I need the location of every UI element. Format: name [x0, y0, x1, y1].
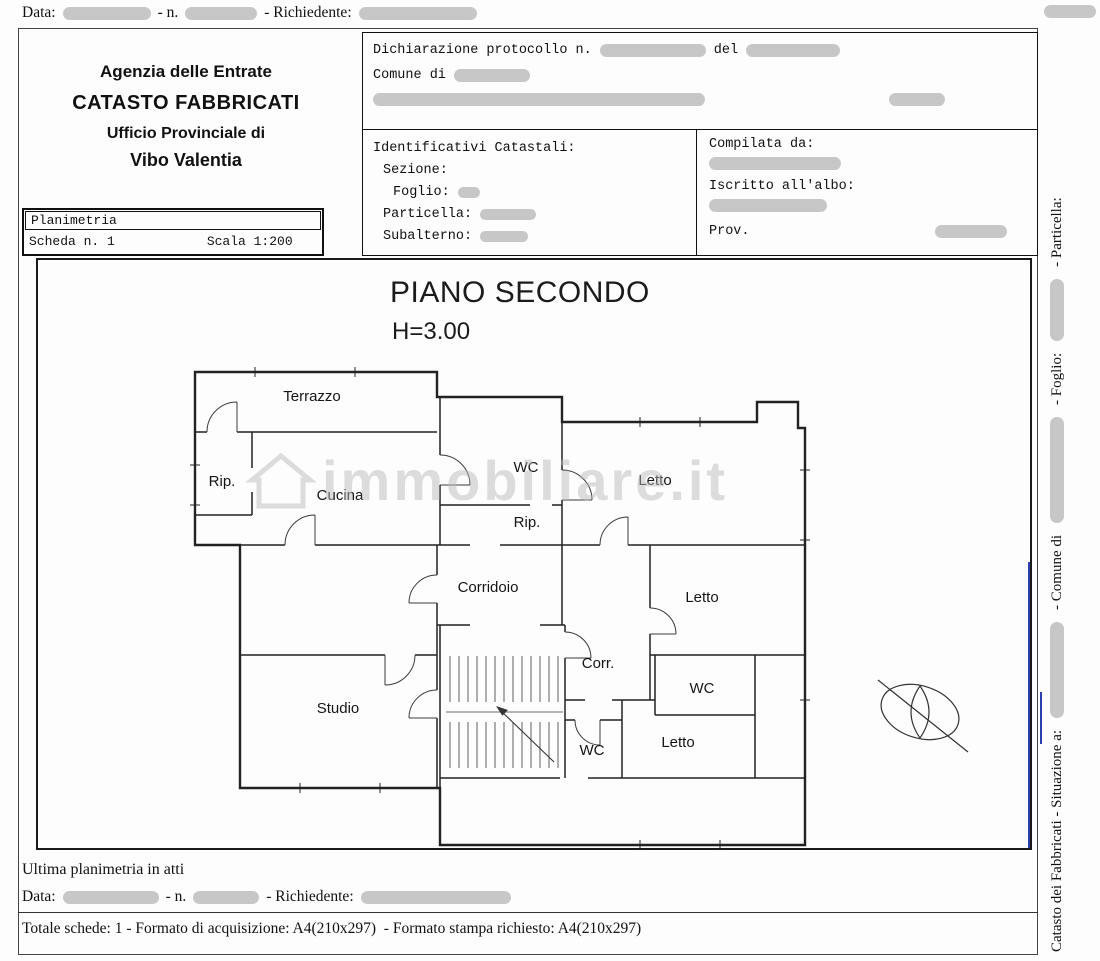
- del-label: del: [713, 43, 739, 58]
- subalterno-label: Subalterno:: [383, 228, 473, 244]
- blue-annotation-mark: [1040, 692, 1042, 744]
- redacted-compilatore: [709, 157, 841, 170]
- sezione-label: Sezione:: [383, 162, 448, 178]
- page-frame: [18, 28, 1038, 955]
- redacted-date: [62, 6, 151, 20]
- number-label: - n.: [157, 4, 179, 21]
- floor-height-label: H=3.00: [392, 318, 471, 345]
- redacted-protocol-number: [599, 44, 706, 57]
- declaration-box: Dichiarazione protocollo n. del Comune d…: [362, 32, 1038, 256]
- compilata-section: Compilata da: Iscritto all'albo: Prov.: [696, 130, 1037, 255]
- particella-label: Particella:: [383, 206, 473, 222]
- redacted-number: [185, 6, 258, 20]
- side-vertical-caption: Catasto dei Fabbricati - Situazione a: -…: [1046, 8, 1068, 952]
- redacted-situazione: [1050, 621, 1064, 718]
- data-label: Data:: [22, 888, 56, 905]
- richiedente-label: - Richiedente:: [264, 4, 352, 21]
- redacted-side-value: [1044, 5, 1096, 18]
- redacted-date: [62, 890, 159, 904]
- ufficio-label: Ufficio Provinciale di: [106, 125, 266, 142]
- identificativi-section: Identificativi Catastali: Sezione: Fogli…: [363, 130, 696, 255]
- compilata-label: Compilata da:: [709, 137, 815, 152]
- ultima-planimetria-note: Ultima planimetria in atti: [22, 861, 185, 878]
- albo-label: Iscritto all'albo:: [709, 179, 855, 194]
- floor-title: PIANO SECONDO: [390, 276, 650, 309]
- redacted-declaration-value: [889, 93, 945, 106]
- footer-data-line: Data: - n. - Richiedente:: [22, 888, 511, 906]
- planimetria-title: Planimetria: [25, 211, 321, 230]
- comune-label: Comune di: [373, 68, 446, 83]
- redacted-richiedente: [360, 890, 511, 904]
- redacted-protocol-date: [746, 44, 841, 57]
- richiedente-label: - Richiedente:: [266, 888, 354, 905]
- redacted-subalterno: [480, 230, 529, 242]
- identificativi-title: Identificativi Catastali:: [373, 140, 576, 156]
- scala-label: Scala 1:200: [206, 234, 293, 249]
- agency-header: Agenzia delle Entrate CATASTO FABBRICATI…: [50, 62, 322, 171]
- redacted-particella: [480, 208, 537, 220]
- plan-frame: [36, 258, 1032, 850]
- blue-annotation-line: [1028, 562, 1030, 848]
- provincia-name: Vibo Valentia: [130, 150, 242, 170]
- redacted-richiedente: [358, 6, 477, 20]
- redacted-declaration-line: [373, 93, 705, 106]
- prov-label: Prov.: [709, 224, 750, 239]
- number-label: - n.: [165, 888, 187, 905]
- declaration-header: Dichiarazione protocollo n. del Comune d…: [363, 33, 1037, 130]
- agency-name: Agenzia delle Entrate: [100, 62, 272, 81]
- redacted-number: [193, 890, 260, 904]
- side-catasto-label: Catasto dei Fabbricati - Situazione a:: [1048, 729, 1065, 952]
- planimetria-box: Planimetria Scheda n. 1 Scala 1:200: [22, 208, 324, 256]
- redacted-side-foglio: [1050, 278, 1064, 341]
- top-data-line: Data: - n. - Richiedente:: [22, 4, 477, 22]
- foglio-label: Foglio:: [393, 184, 450, 200]
- side-particella-label: - Particella:: [1048, 197, 1065, 267]
- scheda-label: Scheda n. 1: [29, 234, 115, 249]
- data-label: Data:: [22, 4, 56, 21]
- footer-divider: [18, 912, 1038, 913]
- side-foglio-label: - Foglio:: [1048, 352, 1065, 405]
- redacted-foglio: [457, 186, 480, 198]
- redacted-prov: [935, 225, 1007, 238]
- redacted-comune: [453, 69, 530, 82]
- redacted-albo: [709, 199, 827, 212]
- catasto-title: CATASTO FABBRICATI: [72, 92, 300, 114]
- protocol-label: Dichiarazione protocollo n.: [373, 43, 592, 58]
- side-comune-label: - Comune di: [1048, 534, 1065, 610]
- redacted-side-comune: [1050, 416, 1064, 523]
- totale-schede-line: Totale schede: 1 - Formato di acquisizio…: [22, 920, 642, 937]
